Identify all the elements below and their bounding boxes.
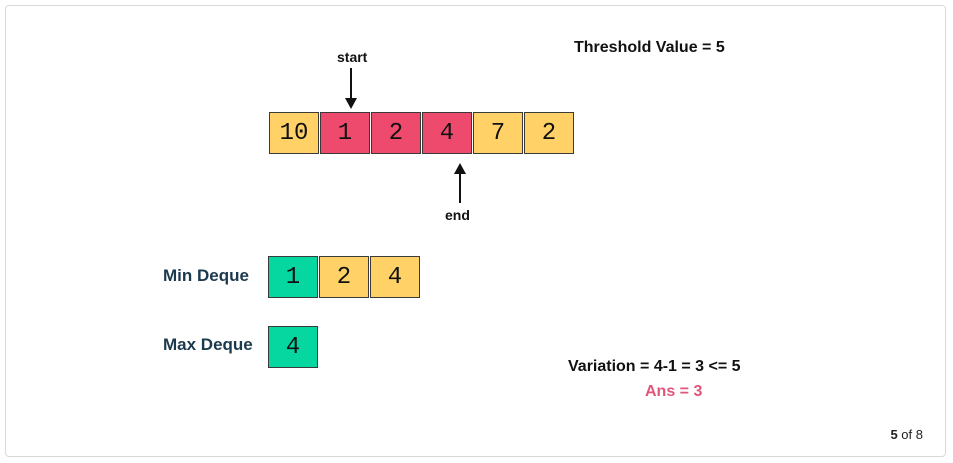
page-total: 8 <box>915 427 923 442</box>
min-deque-cell-0: 1 <box>268 256 318 298</box>
start-arrow-icon <box>345 68 357 109</box>
min-deque-label: Min Deque <box>163 266 249 285</box>
end-pointer-label: end <box>445 207 470 223</box>
variation-text: Variation = 4-1 = 3 <= 5 <box>568 358 741 375</box>
array-cell-3: 4 <box>422 112 472 154</box>
max-deque-label: Max Deque <box>163 335 253 354</box>
array-cell-5: 2 <box>524 112 574 154</box>
min-deque-cell-1: 2 <box>319 256 369 298</box>
array-cell-2: 2 <box>371 112 421 154</box>
page-separator: of <box>901 427 913 442</box>
threshold-label: Threshold Value = 5 <box>574 39 725 56</box>
max-deque-cell-0: 4 <box>268 326 318 368</box>
array-cell-0: 10 <box>269 112 319 154</box>
answer-text: Ans = 3 <box>645 383 703 400</box>
page-current: 5 <box>890 427 898 442</box>
min-deque-cell-2: 4 <box>370 256 420 298</box>
start-pointer-label: start <box>337 49 368 65</box>
end-arrow-icon <box>454 163 466 203</box>
array-cell-4: 7 <box>473 112 523 154</box>
array-cell-1: 1 <box>320 112 370 154</box>
page-counter: 5 of 8 <box>890 427 923 442</box>
